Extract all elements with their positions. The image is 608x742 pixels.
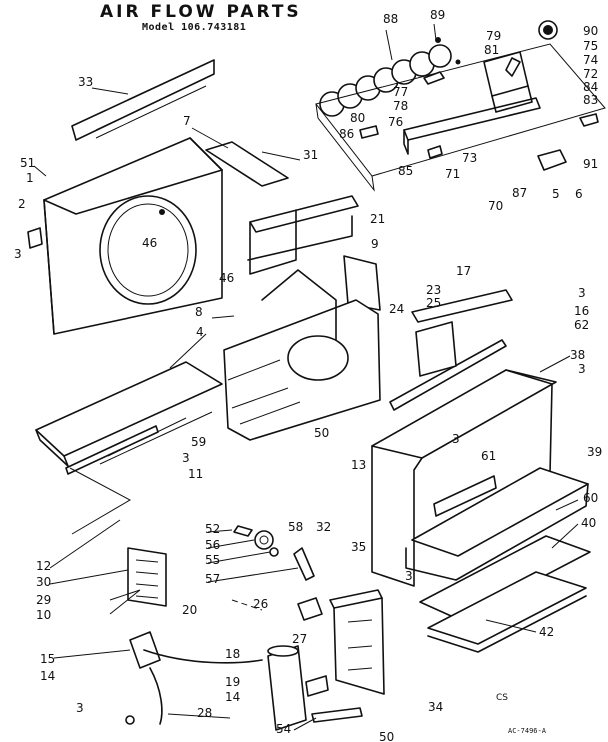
part-label: 38 (570, 348, 585, 362)
part-label: 62 (574, 318, 589, 332)
part-label: 54 (276, 722, 291, 736)
part-label: 58 (288, 520, 303, 534)
part-label: 32 (316, 520, 331, 534)
louver-assembly (315, 20, 606, 192)
part-label: 27 (292, 632, 307, 646)
part-label: 30 (36, 575, 51, 589)
part-label: 33 (78, 75, 93, 89)
part-label: 23 (426, 283, 441, 297)
lower-left-parts (69, 467, 315, 731)
part-label: 89 (430, 8, 445, 22)
part-label: 17 (456, 264, 471, 278)
part-label: 51 (20, 156, 35, 170)
part-label: 76 (388, 115, 403, 129)
part-label: 77 (393, 85, 408, 99)
part-label: 60 (583, 491, 598, 505)
part-label: 21 (370, 212, 385, 226)
part-label: 46 (219, 271, 234, 285)
footer-code: AC-7496-A (508, 727, 547, 735)
part-label: 74 (583, 53, 598, 67)
part-label: 39 (587, 445, 602, 459)
part-label: 81 (484, 43, 499, 57)
part-label: 71 (445, 167, 460, 181)
part-label: 14 (225, 690, 240, 704)
part-label: 6 (575, 187, 583, 201)
leader-lines (33, 23, 579, 731)
cabinet-frame (371, 289, 591, 653)
part-label: 3 (14, 247, 22, 261)
louver-blades (319, 44, 452, 117)
model-number: Model 106.743181 (142, 22, 247, 33)
part-label: 18 (225, 647, 240, 661)
part-label: 79 (486, 29, 501, 43)
part-label: 86 (339, 127, 354, 141)
part-label: 46 (142, 236, 157, 250)
part-label: 11 (188, 467, 203, 481)
part-label: 55 (205, 553, 220, 567)
part-label: 84 (583, 80, 598, 94)
part-label: 73 (462, 151, 477, 165)
part-label: 78 (393, 99, 408, 113)
part-label: 19 (225, 675, 240, 689)
part-label: 3 (578, 286, 586, 300)
part-label: 61 (481, 449, 496, 463)
part-number-labels: 88 89 90 75 79 74 81 72 84 83 77 78 76 8… (14, 8, 602, 742)
part-label: 50 (379, 730, 394, 742)
part-label: 15 (40, 652, 55, 666)
part-label: 31 (303, 148, 318, 162)
part-label: 12 (36, 559, 51, 573)
part-label: 7 (183, 114, 191, 128)
part-label: 40 (581, 516, 596, 530)
part-label: 16 (574, 304, 589, 318)
part-label: 1 (26, 171, 34, 185)
part-label: 91 (583, 157, 598, 171)
part-label: 3 (452, 432, 460, 446)
part-label: 20 (182, 603, 197, 617)
part-label: 87 (512, 186, 527, 200)
part-label: 75 (583, 39, 598, 53)
part-label: 72 (583, 67, 598, 81)
part-label: 83 (583, 93, 598, 107)
part-label: 10 (36, 608, 51, 622)
part-label: 3 (76, 701, 84, 715)
part-label: 85 (398, 164, 413, 178)
part-label: 35 (351, 540, 366, 554)
part-label: 57 (205, 572, 220, 586)
part-label: 2 (18, 197, 26, 211)
control-panel (297, 589, 385, 723)
blower-housing (205, 141, 381, 441)
part-label: 14 (40, 669, 55, 683)
part-label: 3 (405, 569, 413, 583)
diagram-title: AIR FLOW PARTS (100, 2, 302, 22)
part-label: 88 (383, 12, 398, 26)
part-label: 42 (539, 625, 554, 639)
part-label: 13 (351, 458, 366, 472)
part-label: 34 (428, 700, 443, 714)
base-pan (35, 361, 223, 475)
part-label: 26 (253, 597, 268, 611)
part-label: 9 (371, 237, 379, 251)
part-label: 28 (197, 706, 212, 720)
front-panel-assembly (27, 59, 223, 335)
part-label: 52 (205, 522, 220, 536)
part-label: 4 (196, 325, 204, 339)
part-label: 29 (36, 593, 51, 607)
footer-mark: CS (496, 693, 508, 703)
part-label: 80 (350, 111, 365, 125)
part-label: 3 (182, 451, 190, 465)
part-label: 90 (583, 24, 598, 38)
part-label: 3 (578, 362, 586, 376)
part-label: 70 (488, 199, 503, 213)
part-label: 25 (426, 296, 441, 310)
part-label: 8 (195, 305, 203, 319)
part-label: 24 (389, 302, 404, 316)
part-label: 59 (191, 435, 206, 449)
part-label: 56 (205, 538, 220, 552)
part-label: 50 (314, 426, 329, 440)
part-label: 5 (552, 187, 560, 201)
